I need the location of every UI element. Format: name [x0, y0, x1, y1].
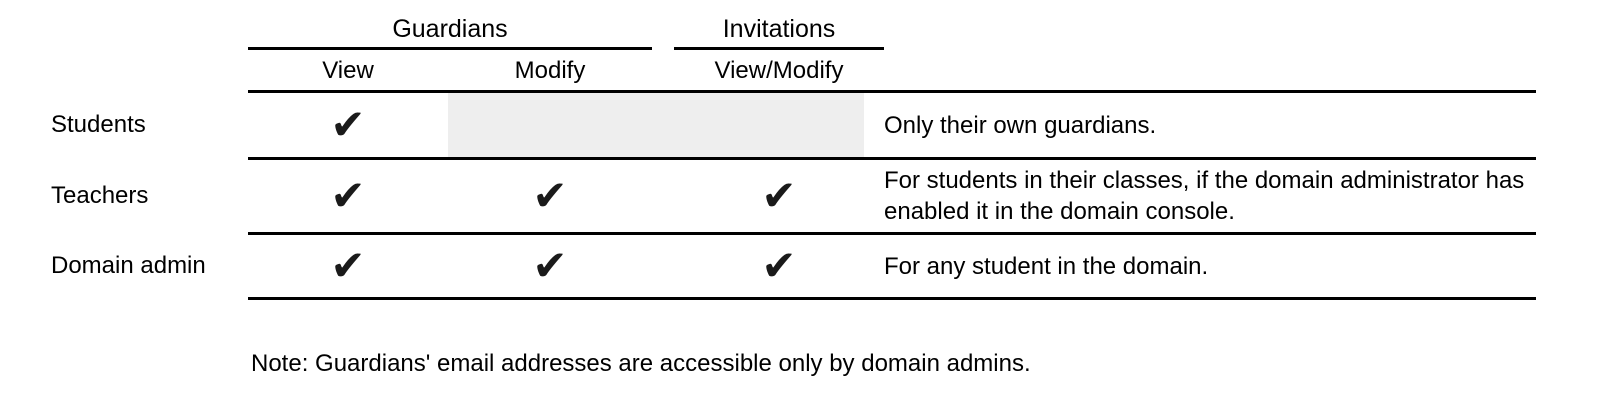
- column-group-label-invitations: Invitations: [722, 15, 836, 43]
- check-icon: ✔: [330, 171, 366, 220]
- students-view-cell: ✔: [248, 93, 448, 157]
- students-disabled-cells: [448, 93, 864, 157]
- row-label-teachers: Teachers: [51, 182, 149, 209]
- column-header-modify: Modify: [514, 57, 586, 84]
- header-bottom-rule: [248, 90, 1536, 93]
- check-icon: ✔: [532, 241, 568, 290]
- column-group-label-guardians: Guardians: [392, 15, 508, 43]
- guardians-group-underline: [248, 47, 652, 50]
- column-header-view-modify: View/Modify: [714, 57, 844, 84]
- table-row-students: Students ✔ Only their own guardians.: [0, 93, 1600, 157]
- row-label-domain-admin: Domain admin: [51, 252, 206, 279]
- students-note: Only their own guardians.: [884, 111, 1157, 139]
- row-label-students: Students: [51, 111, 146, 138]
- check-icon: ✔: [330, 241, 366, 290]
- check-icon: ✔: [761, 171, 797, 220]
- domain-admin-view-cell: ✔: [248, 235, 448, 297]
- table-row-teachers: Teachers ✔ ✔ ✔ For students in their cla…: [0, 160, 1600, 232]
- domain-admin-modify-cell: ✔: [448, 235, 652, 297]
- teachers-view-modify-cell: ✔: [674, 160, 884, 232]
- teachers-view-cell: ✔: [248, 160, 448, 232]
- teachers-modify-cell: ✔: [448, 160, 652, 232]
- teachers-row-rule: [248, 232, 1536, 235]
- check-icon: ✔: [761, 241, 797, 290]
- footnote: Note: Guardians' email addresses are acc…: [251, 350, 1031, 377]
- students-row-rule: [248, 157, 1536, 160]
- table-row-domain-admin: Domain admin ✔ ✔ ✔ For any student in th…: [0, 235, 1600, 297]
- domain-admin-row-rule: [248, 297, 1536, 300]
- invitations-group-underline: [674, 47, 884, 50]
- column-header-view: View: [322, 57, 374, 84]
- domain-admin-view-modify-cell: ✔: [674, 235, 884, 297]
- check-icon: ✔: [330, 100, 366, 149]
- domain-admin-note: For any student in the domain.: [884, 252, 1209, 280]
- teachers-note: For students in their classes, if the do…: [884, 167, 1525, 225]
- check-icon: ✔: [532, 171, 568, 220]
